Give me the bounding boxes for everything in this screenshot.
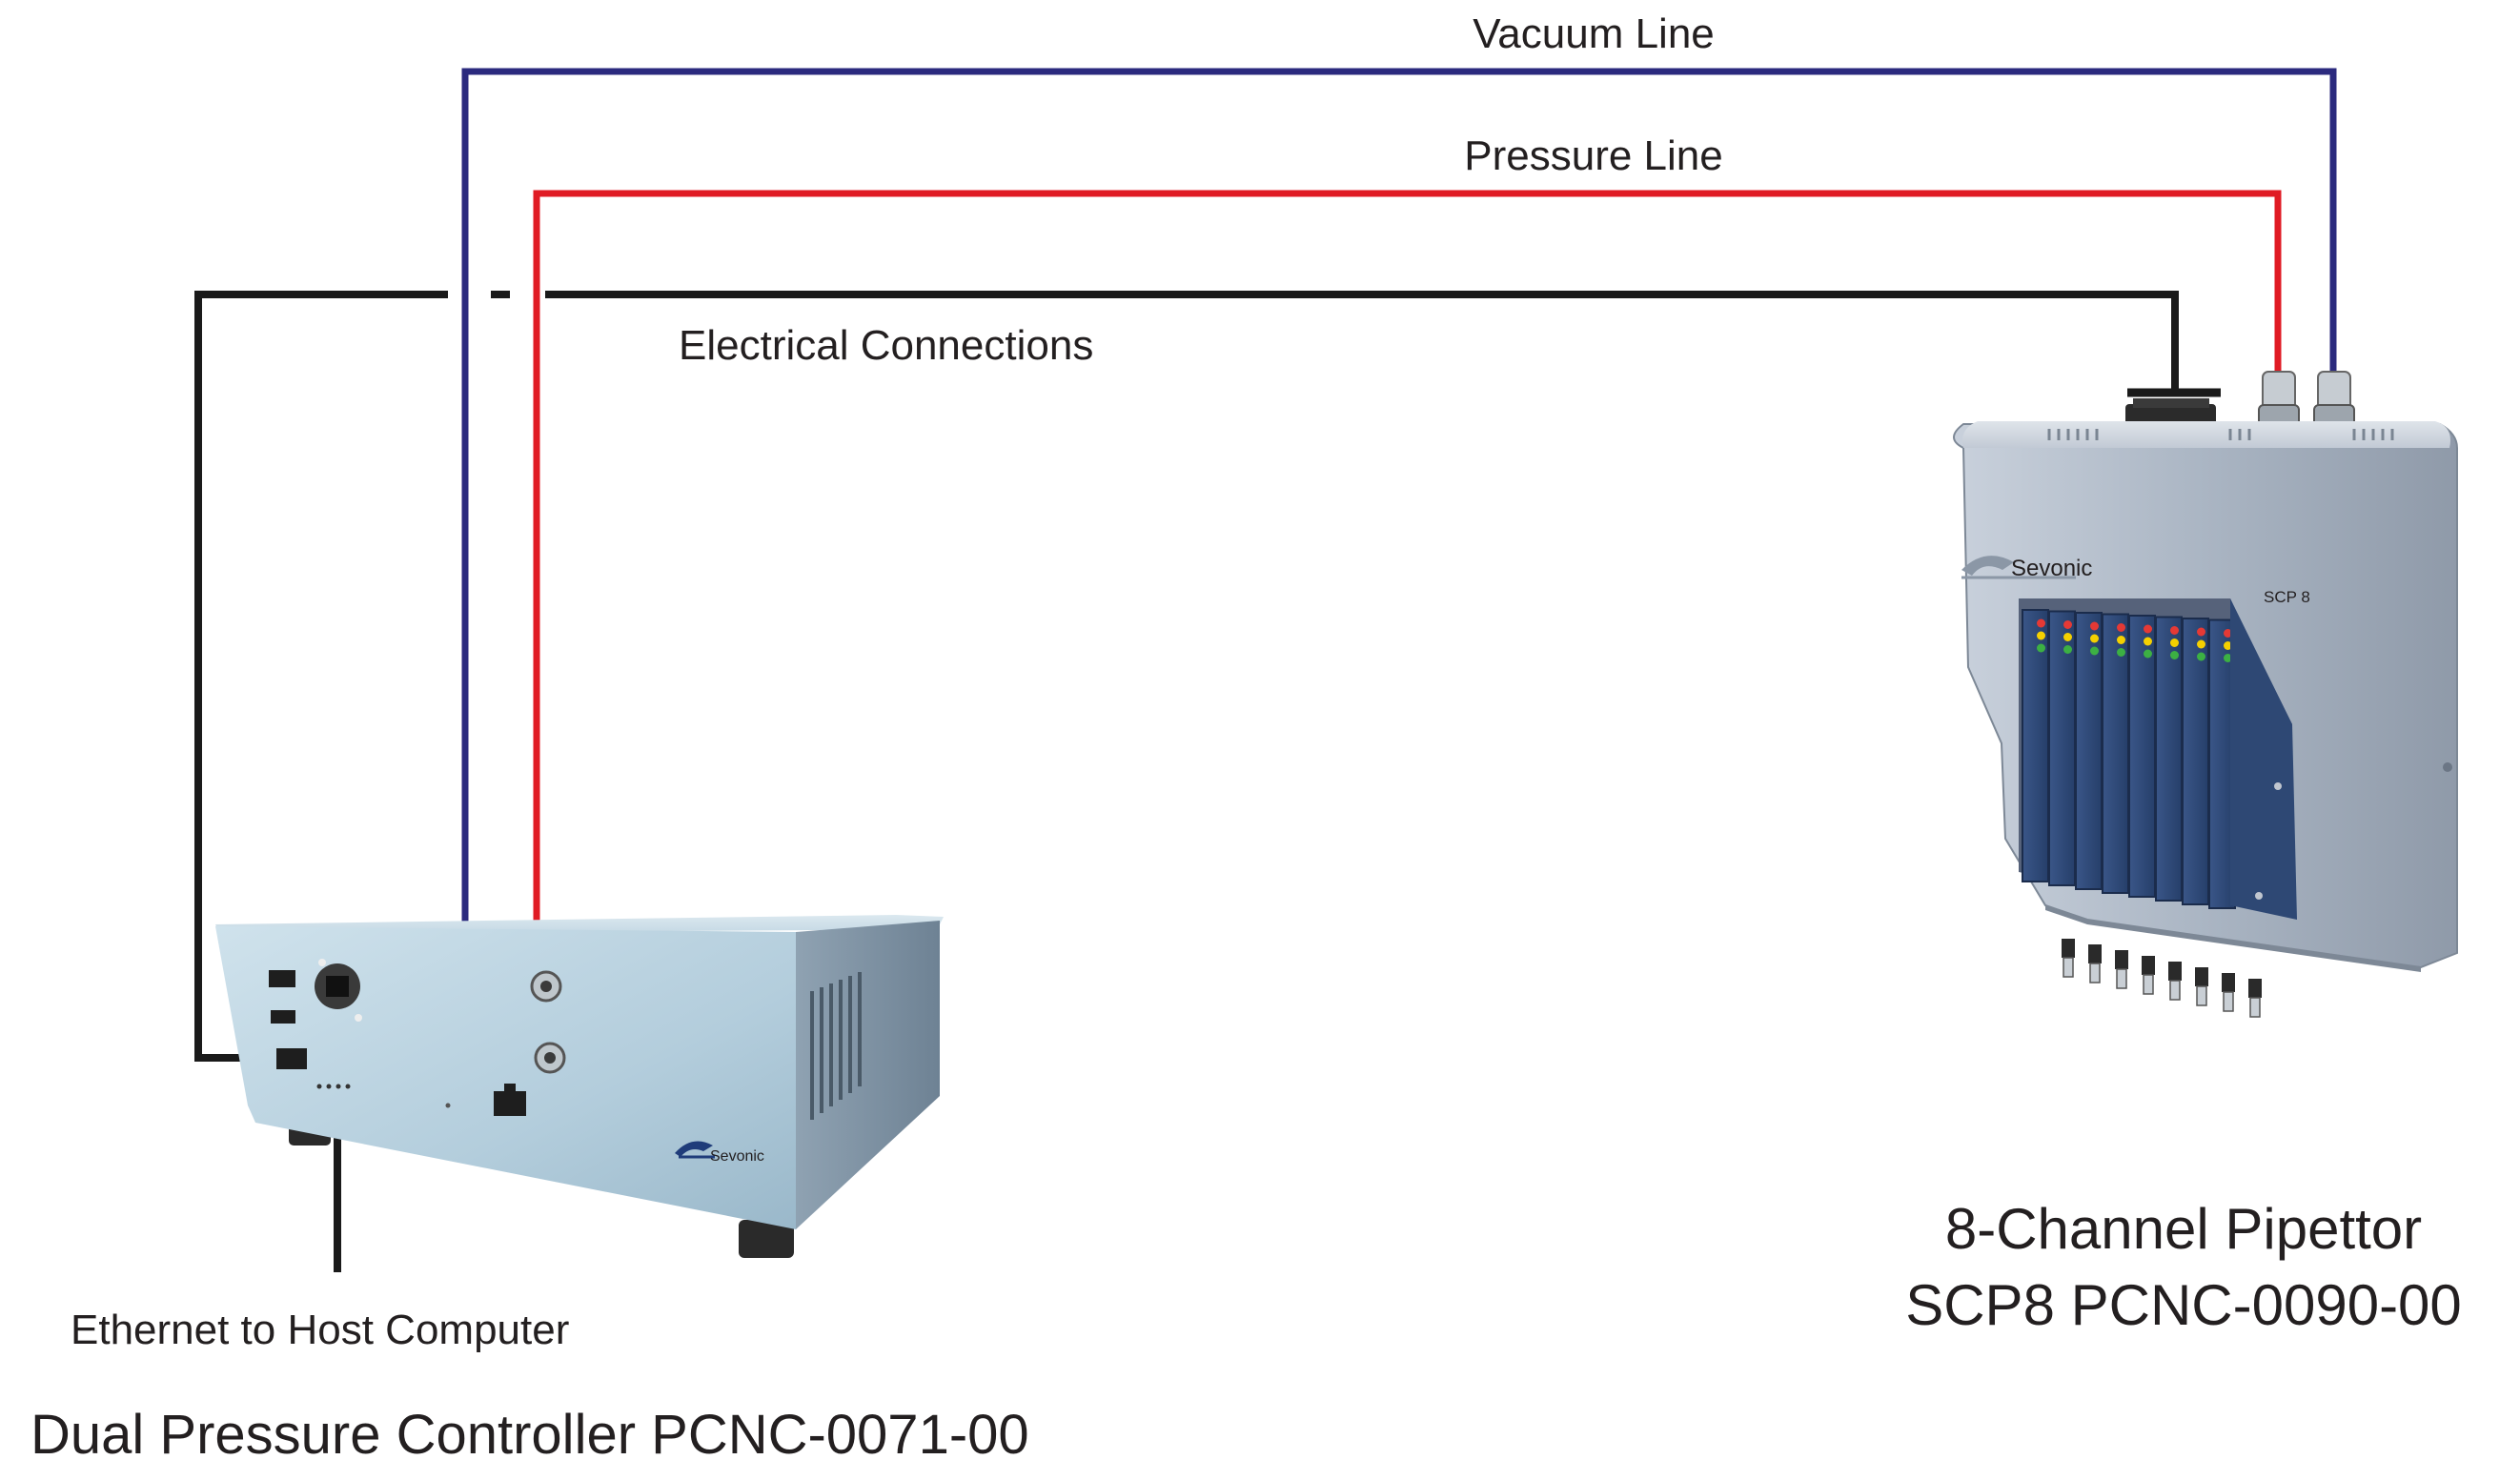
channel-module	[2075, 612, 2103, 890]
electrical-connector	[2125, 398, 2216, 425]
status-led	[2037, 631, 2045, 640]
status-led	[2144, 624, 2152, 634]
status-led	[2117, 623, 2125, 632]
status-led	[2144, 637, 2152, 646]
status-led	[2063, 620, 2072, 629]
ethernet-port	[315, 959, 362, 1022]
pipettor-model: SCP8 PCNC-0090-00	[1905, 1273, 2462, 1337]
status-led	[2197, 627, 2205, 637]
nozzle-body	[2195, 967, 2208, 986]
status-led	[2197, 639, 2205, 649]
status-led	[2117, 636, 2125, 644]
nozzle-body	[2168, 962, 2182, 981]
vacuum-line-label: Vacuum Line	[1473, 10, 1715, 57]
controller-brand-mark: Sevonic	[710, 1148, 764, 1165]
nozzle-tip	[2169, 980, 2181, 1001]
channel-module	[2048, 610, 2076, 886]
connector-port	[276, 1048, 307, 1069]
status-led	[2224, 654, 2232, 662]
status-led	[2144, 649, 2152, 659]
connector-port	[269, 970, 295, 987]
status-led	[2063, 645, 2072, 654]
status-led	[2090, 634, 2099, 643]
channel-module	[2102, 613, 2129, 894]
pressure-line	[533, 190, 2282, 986]
nozzle-body	[2248, 979, 2262, 998]
status-led	[2170, 651, 2179, 659]
eight-channel-pipettor	[1953, 371, 2458, 1018]
status-led	[2117, 648, 2125, 657]
power-connector	[494, 1091, 526, 1116]
status-led	[2063, 633, 2072, 641]
dual-pressure-controller	[215, 915, 944, 1258]
controller-logo	[675, 1141, 715, 1159]
vacuum-port	[2313, 371, 2355, 431]
status-led	[2224, 629, 2232, 638]
channel-module	[2128, 615, 2156, 898]
pipettor-logo	[1961, 556, 2076, 579]
nozzle-tip	[2249, 997, 2261, 1018]
connector-port	[271, 1010, 295, 1024]
vent-slots	[810, 972, 862, 1120]
nozzle-tip	[2196, 985, 2207, 1006]
nozzle-body	[2062, 939, 2075, 958]
status-led	[2090, 646, 2099, 656]
status-led	[2090, 621, 2099, 631]
nozzle-body	[2088, 944, 2102, 963]
nozzle-body	[2142, 956, 2155, 975]
nozzle-tip	[2223, 991, 2234, 1012]
status-led	[2170, 639, 2179, 647]
channel-modules	[2022, 609, 2236, 909]
vacuum-fitting	[534, 1042, 566, 1074]
nozzle-body	[2115, 950, 2128, 969]
ethernet-label: Ethernet to Host Computer	[71, 1307, 569, 1353]
electrical-connections-label: Electrical Connections	[679, 322, 1093, 369]
electrical-connection-line	[194, 291, 2221, 1272]
pipettor-model-plate: SCP 8	[2264, 588, 2310, 606]
pipette-nozzles	[2062, 939, 2262, 1018]
channel-module	[2182, 618, 2209, 905]
pressure-line-label: Pressure Line	[1464, 132, 1722, 179]
pipettor-title: 8-Channel Pipettor	[1945, 1197, 2422, 1261]
nozzle-body	[2222, 973, 2235, 992]
pipettor-brand-mark: Sevonic	[2011, 556, 2092, 581]
nozzle-tip	[2089, 963, 2101, 983]
pressure-fitting	[530, 970, 562, 1003]
channel-module	[2155, 616, 2183, 902]
controller-title: Dual Pressure Controller PCNC-0071-00	[30, 1404, 1029, 1466]
status-led	[2037, 643, 2045, 653]
nozzle-tip	[2116, 968, 2127, 989]
channel-module	[2022, 609, 2049, 882]
status-led	[2197, 652, 2205, 661]
pressure-port	[2258, 371, 2300, 431]
status-led	[2170, 626, 2179, 635]
nozzle-tip	[2143, 974, 2154, 995]
status-led	[2224, 641, 2232, 650]
status-led	[2037, 618, 2045, 628]
nozzle-tip	[2063, 957, 2074, 978]
